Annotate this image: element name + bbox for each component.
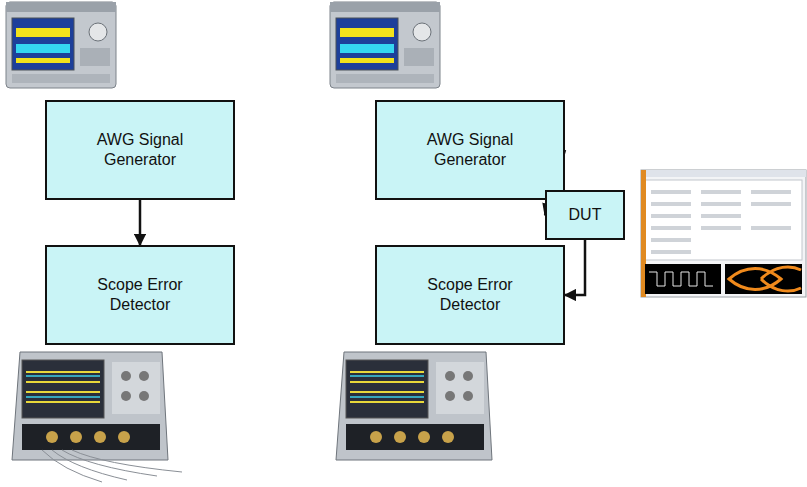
box-label: Scope Error Detector xyxy=(81,275,199,315)
oscilloscope xyxy=(336,352,492,460)
process-box: Scope Error Detector xyxy=(45,245,235,345)
process-box: AWG Signal Generator xyxy=(375,100,565,200)
oscilloscope xyxy=(12,352,182,482)
process-box: AWG Signal Generator xyxy=(45,100,235,200)
box-label: AWG Signal Generator xyxy=(411,130,529,170)
signal-arrow xyxy=(139,200,142,245)
box-label: AWG Signal Generator xyxy=(81,130,199,170)
awg-instrument xyxy=(330,2,440,88)
awg-instrument xyxy=(6,2,116,88)
signal-arrow xyxy=(565,240,585,295)
process-box: Scope Error Detector xyxy=(375,245,565,345)
device-box: DUT xyxy=(545,190,625,240)
box-label: DUT xyxy=(569,205,602,225)
box-label: Scope Error Detector xyxy=(411,275,529,315)
software-screenshot xyxy=(641,170,806,297)
